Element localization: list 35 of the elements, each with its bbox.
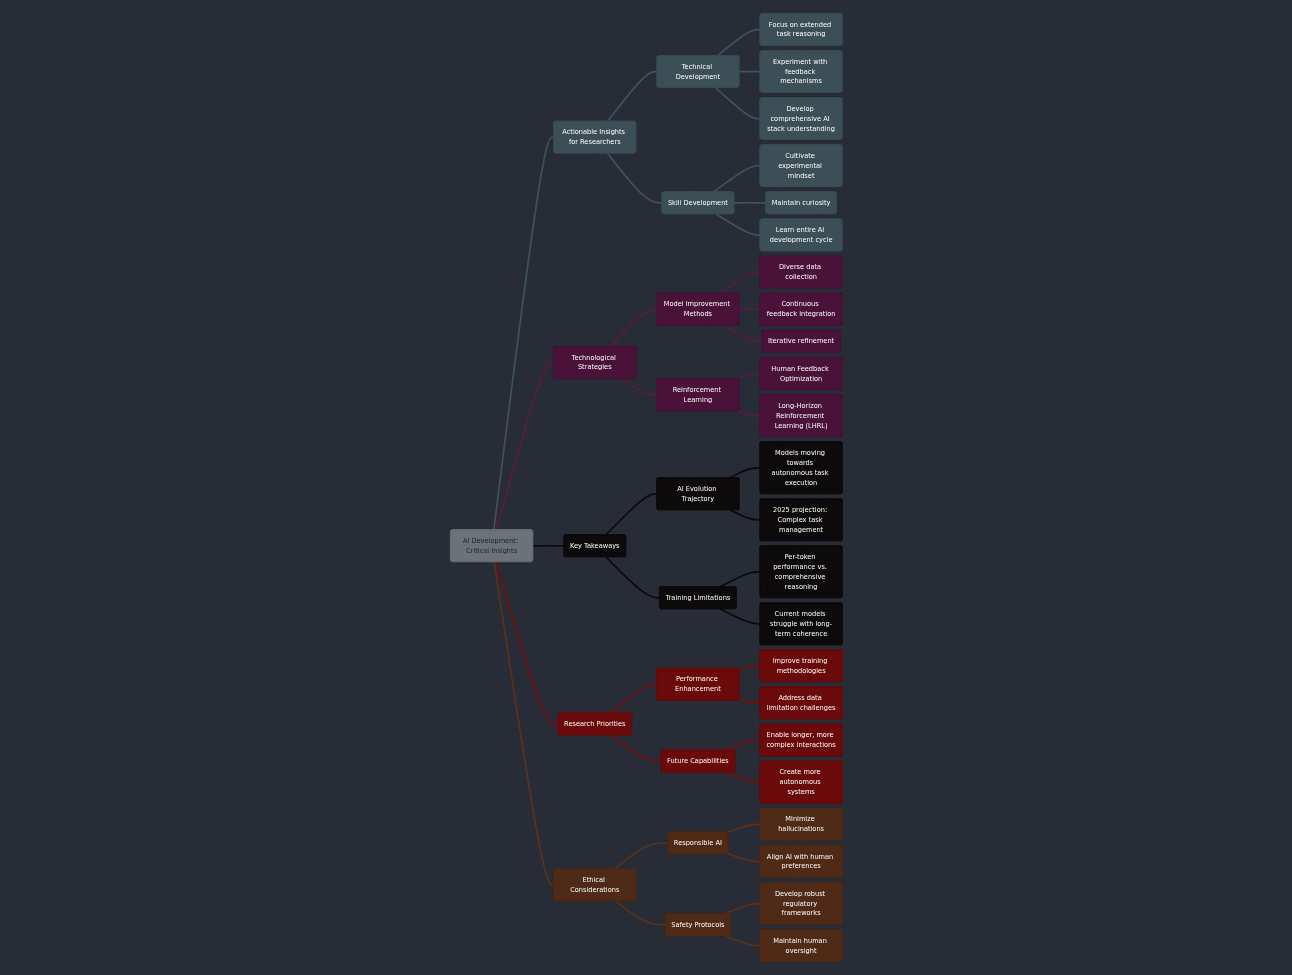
connector (712, 164, 761, 193)
connector (606, 152, 663, 204)
connector (738, 70, 761, 73)
connector (608, 683, 658, 714)
connector (714, 86, 761, 120)
connector (719, 571, 761, 588)
connector (719, 271, 761, 295)
connector (492, 136, 555, 531)
connector (724, 771, 761, 784)
connector (719, 608, 761, 625)
connector (614, 900, 666, 926)
connector (606, 70, 658, 123)
connector (716, 28, 761, 57)
connector (728, 509, 761, 521)
connector (714, 213, 761, 236)
connector (493, 561, 555, 886)
connector (604, 556, 661, 599)
connector (724, 935, 761, 947)
connector (619, 377, 658, 396)
connector (726, 823, 761, 834)
connector (495, 361, 555, 531)
connector (738, 665, 761, 671)
connector (738, 698, 761, 704)
connector (495, 561, 559, 725)
connector (531, 544, 565, 547)
connector (738, 308, 761, 311)
connector (613, 842, 669, 870)
connector (609, 308, 658, 348)
connector (609, 734, 662, 763)
connector (722, 324, 763, 343)
connector (726, 852, 761, 863)
connector (736, 372, 761, 380)
connector (604, 493, 658, 536)
connector (733, 201, 767, 204)
connector (736, 410, 761, 417)
